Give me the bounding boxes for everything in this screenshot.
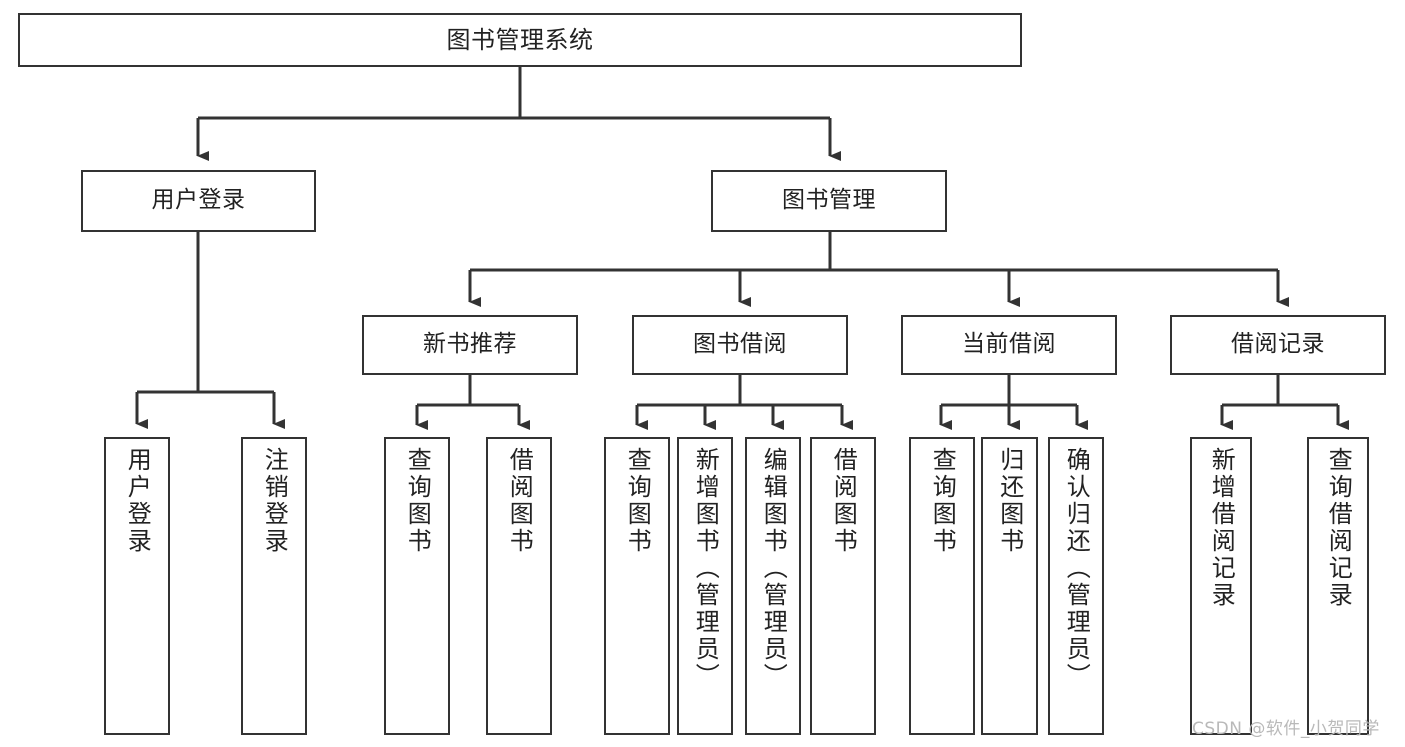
node-root-label: 图书管理系统 [446,25,594,54]
leaf-return-book-label: 归还图书 [995,447,1024,555]
leaf-confirm-return-admin-label: 确认归还（管理员） [1062,447,1091,690]
leaf-user-login[interactable]: 用户登录 [104,437,170,735]
node-borrow-record[interactable]: 借阅记录 [1170,315,1386,375]
leaf-query-borrow-record-label: 查询借阅记录 [1324,447,1353,609]
node-new-book-recommend-label: 新书推荐 [423,331,517,358]
leaf-add-borrow-record-label: 新增借阅记录 [1207,447,1236,609]
leaf-edit-book-admin-label: 编辑图书（管理员） [759,447,788,690]
leaf-logout[interactable]: 注销登录 [241,437,307,735]
leaf-query-book-borrow-label: 查询图书 [623,447,652,555]
node-book-borrow-label: 图书借阅 [693,331,787,358]
leaf-confirm-return-admin[interactable]: 确认归还（管理员） [1048,437,1104,735]
leaf-borrow-book-recommend-label: 借阅图书 [505,447,534,555]
leaf-query-book-recommend[interactable]: 查询图书 [384,437,450,735]
node-current-borrow-label: 当前借阅 [962,331,1056,358]
node-book-management[interactable]: 图书管理 [711,170,947,232]
node-root[interactable]: 图书管理系统 [18,13,1022,67]
leaf-query-book-borrow[interactable]: 查询图书 [604,437,670,735]
leaf-return-book[interactable]: 归还图书 [981,437,1038,735]
leaf-add-book-admin[interactable]: 新增图书（管理员） [677,437,733,735]
node-book-management-label: 图书管理 [782,187,876,214]
node-borrow-record-label: 借阅记录 [1231,331,1325,358]
csdn-watermark: CSDN @软件_小贺同学 [1192,719,1380,739]
leaf-logout-label: 注销登录 [260,447,289,555]
node-user-login[interactable]: 用户登录 [81,170,316,232]
leaf-edit-book-admin[interactable]: 编辑图书（管理员） [745,437,801,735]
leaf-query-book-current-label: 查询图书 [928,447,957,555]
node-book-borrow[interactable]: 图书借阅 [632,315,848,375]
leaf-borrow-book[interactable]: 借阅图书 [810,437,876,735]
node-new-book-recommend[interactable]: 新书推荐 [362,315,578,375]
leaf-add-book-admin-label: 新增图书（管理员） [691,447,720,690]
node-current-borrow[interactable]: 当前借阅 [901,315,1117,375]
leaf-query-book-current[interactable]: 查询图书 [909,437,975,735]
leaf-add-borrow-record[interactable]: 新增借阅记录 [1190,437,1252,735]
leaf-borrow-book-recommend[interactable]: 借阅图书 [486,437,552,735]
leaf-borrow-book-label: 借阅图书 [829,447,858,555]
leaf-user-login-label: 用户登录 [123,447,152,555]
node-user-login-label: 用户登录 [151,187,246,214]
leaf-query-book-recommend-label: 查询图书 [403,447,432,555]
leaf-query-borrow-record[interactable]: 查询借阅记录 [1307,437,1369,735]
